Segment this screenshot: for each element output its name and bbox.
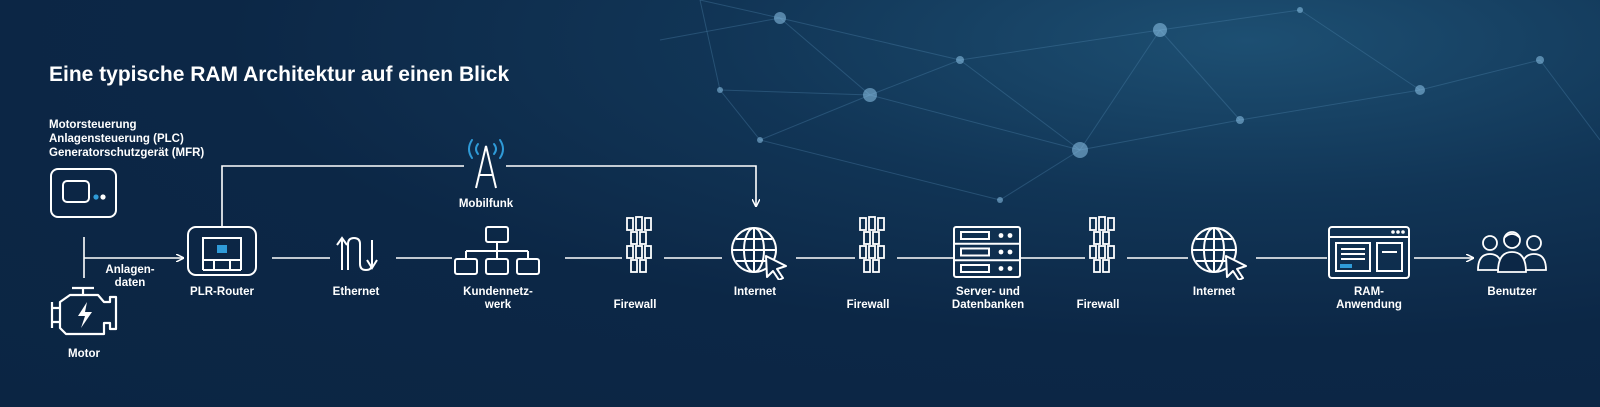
globe-cursor-icon	[1191, 227, 1247, 280]
globe-cursor-icon	[731, 227, 787, 280]
ethernet-icon	[336, 236, 378, 272]
firewall-icon	[859, 216, 885, 273]
label-firewall-2: Firewall	[846, 299, 890, 311]
customer-network-icon	[454, 226, 540, 275]
ram-application-icon	[1328, 226, 1410, 279]
label-firewall-3: Firewall	[1076, 299, 1120, 311]
label-mobilfunk: Mobilfunk	[458, 198, 514, 210]
label-ram-anwendung: RAM- Anwendung	[1336, 286, 1402, 311]
firewall-icon	[626, 216, 652, 273]
label-ethernet: Ethernet	[332, 286, 380, 298]
label-benutzer: Benutzer	[1487, 286, 1537, 298]
server-icon	[953, 226, 1021, 278]
mobile-line-right	[506, 165, 756, 206]
mobile-antenna-icon	[468, 139, 504, 189]
label-plr-router: PLR-Router	[190, 286, 254, 298]
label-motor: Motor	[68, 348, 100, 360]
motor-icon	[50, 286, 118, 336]
controller-line-2: Anlagensteuerung (PLC)	[49, 133, 184, 145]
plr-router-icon	[187, 226, 257, 276]
controller-line-3: Generatorschutzgerät (MFR)	[49, 147, 205, 159]
label-server: Server- und Datenbanken	[951, 286, 1025, 311]
label-firewall-1: Firewall	[613, 299, 657, 311]
diagram-title: Eine typische RAM Architektur auf einen …	[49, 63, 510, 86]
edge-label-anlagendaten: Anlagen- daten	[105, 264, 155, 289]
controller-device-icon	[50, 168, 117, 218]
label-internet-1: Internet	[733, 286, 777, 298]
mobile-line-left	[221, 165, 464, 226]
firewall-icon	[1089, 216, 1115, 273]
users-icon	[1477, 231, 1547, 273]
controller-line-1: Motorsteuerung	[49, 119, 137, 131]
label-kundennetzwerk: Kundennetz- werk	[463, 286, 533, 311]
label-internet-2: Internet	[1192, 286, 1236, 298]
